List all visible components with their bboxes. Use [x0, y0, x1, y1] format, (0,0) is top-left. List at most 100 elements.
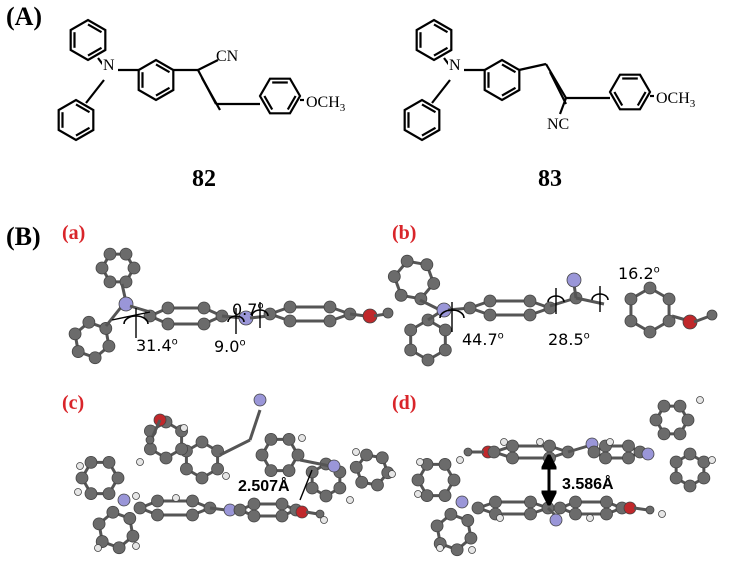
nitrogen-atom — [327, 459, 341, 473]
hydrogen-atom — [586, 514, 594, 522]
carbon-atom — [600, 507, 613, 521]
hydrogen-atom — [436, 544, 444, 552]
carbon-atom — [333, 481, 347, 495]
carbon-atom — [471, 501, 485, 515]
carbon-atom — [111, 471, 125, 485]
carbon-atom — [421, 353, 435, 367]
structure-83 — [403, 18, 654, 142]
atom-bond — [299, 458, 331, 468]
isocyano-label-83: NC — [547, 116, 570, 133]
hydrogen-atom — [496, 514, 504, 522]
carbon-atom — [103, 275, 117, 289]
carbon-atom — [319, 489, 333, 503]
atom-bond — [209, 506, 227, 512]
bond — [197, 59, 219, 71]
sub-label-d: (d) — [392, 392, 417, 414]
hydrogen-atom — [298, 434, 306, 442]
carbon-atom — [263, 307, 277, 321]
hydrogen-atom — [132, 492, 140, 500]
carbon-atom — [305, 465, 319, 479]
angle-label-0-7: 0.7o — [232, 300, 264, 319]
carbon-atom — [233, 503, 247, 517]
carbon-atom — [463, 301, 477, 315]
nitrogen-atom — [455, 495, 469, 509]
hydrogen-atom — [500, 438, 508, 446]
carbon-atom — [669, 455, 683, 469]
aromatic-double-bond — [501, 86, 517, 97]
carbon-atom — [112, 541, 126, 555]
atom-bond — [104, 305, 124, 327]
carbon-atom — [624, 314, 638, 328]
carbon-atom — [247, 509, 261, 523]
carbon-atom — [291, 448, 305, 462]
carbon-atom — [282, 433, 296, 446]
hydrogen-atom — [468, 546, 476, 554]
nitrogen-atom — [117, 493, 131, 507]
distance-label-c: 2.507Å — [238, 478, 290, 495]
carbon-atom — [102, 487, 116, 500]
hydrogen-atom — [414, 490, 422, 498]
carbon-atom — [106, 505, 120, 519]
carbon-atom — [175, 442, 188, 456]
carbon-atom — [622, 451, 635, 465]
carbon-atom — [649, 413, 663, 427]
carbon-atom — [394, 288, 408, 302]
carbon-atom — [487, 445, 501, 459]
distance-label-d: 3.586Å — [562, 476, 614, 493]
nitrogen-atom — [253, 393, 267, 407]
hydrogen-atom — [222, 472, 230, 480]
carbon-atom — [211, 462, 224, 476]
aromatic-double-bond — [613, 91, 624, 107]
carbon-atom — [483, 308, 497, 322]
bond — [431, 79, 451, 104]
bond — [518, 62, 547, 72]
contact-line — [299, 469, 313, 501]
carbon-atom — [489, 495, 502, 509]
sub-label-a: (a) — [62, 222, 86, 244]
carbon-atom — [662, 314, 676, 328]
carbon-atom — [669, 471, 683, 485]
carbon-atom — [438, 343, 452, 357]
carbon-atom — [447, 473, 461, 487]
carbon-atom — [360, 448, 373, 462]
carbon-atom — [506, 451, 519, 465]
carbon-atom — [355, 475, 369, 489]
carbon-atom — [186, 508, 199, 522]
carbon-atom — [68, 327, 82, 341]
benzene-ring — [608, 73, 652, 111]
carbon-atom — [524, 507, 537, 521]
carbon-atom — [420, 258, 434, 272]
carbon-atom — [323, 300, 337, 314]
aromatic-double-bond — [501, 63, 517, 74]
angle-label-16-2: 16.2o — [618, 264, 660, 283]
carbon-atom — [180, 462, 193, 476]
carbon-atom — [161, 301, 175, 315]
carbon-atom — [622, 439, 635, 453]
hydrogen-atom — [320, 516, 328, 524]
carbon-atom — [444, 507, 458, 521]
carbon-atom — [275, 509, 289, 523]
bond — [85, 79, 105, 104]
carbon-atom — [349, 460, 363, 474]
carbon-atom — [411, 473, 425, 487]
aromatic-double-bond — [263, 95, 274, 111]
crystal-structures — [68, 247, 718, 557]
carbon-atom — [404, 343, 418, 357]
angle-markers — [111, 286, 609, 498]
carbon-atom — [371, 478, 384, 492]
carbon-atom — [92, 517, 106, 531]
hydrogen-atom — [94, 544, 102, 552]
carbon-atom — [151, 508, 164, 522]
hydrogen-atom — [696, 396, 704, 404]
carbon-atom — [99, 322, 113, 335]
aromatic-double-bond — [155, 63, 171, 74]
nitrogen-atom — [566, 272, 582, 288]
atom-bond — [219, 438, 251, 457]
carbon-atom — [387, 270, 401, 283]
carbon-atom — [463, 447, 473, 457]
carbon-atom — [662, 292, 676, 306]
carbon-atom — [88, 351, 102, 365]
carbon-atom — [657, 427, 671, 441]
